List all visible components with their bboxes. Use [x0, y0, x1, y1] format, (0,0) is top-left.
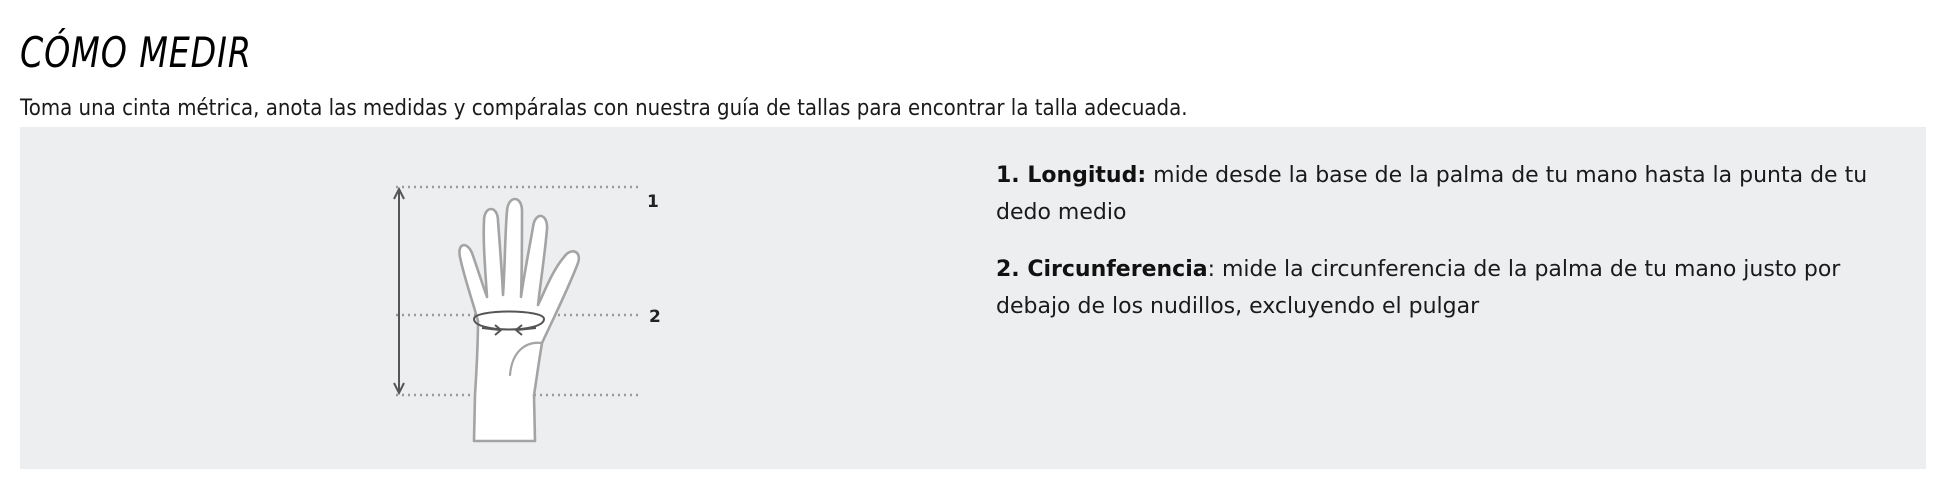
step-length-text: mide desde la base de la palma de tu man…	[996, 163, 1868, 225]
page-title: CÓMO MEDIR	[20, 28, 252, 77]
step-circumference-title: 2. Circunferencia	[996, 257, 1208, 282]
step-circumference-text: : mide la circunferencia de la palma de …	[996, 257, 1841, 319]
length-arrow-head-top	[393, 186, 405, 200]
circumference-band-front	[473, 318, 545, 331]
step-circumference: 2. Circunferencia: mide la circunferenci…	[996, 251, 1916, 325]
palm-crease	[508, 341, 544, 377]
step-length-title: 1. Longitud:	[996, 163, 1147, 188]
circumference-band-back	[473, 310, 545, 320]
measure-panel: 1 2 1. Longitud: mide desde la base de l…	[20, 127, 1926, 469]
circumference-arrow-right-head	[494, 324, 503, 336]
length-arrow-head-bottom	[393, 382, 405, 396]
circumference-arrow-left	[516, 327, 537, 331]
hand-measure-diagram: 1 2	[393, 185, 661, 443]
step-length: 1. Longitud: mide desde la base de la pa…	[996, 157, 1916, 231]
marker-2: 2	[649, 307, 661, 327]
circumference-arrow-left-head	[514, 324, 523, 336]
measure-steps: 1. Longitud: mide desde la base de la pa…	[996, 157, 1916, 345]
circumference-arrow-right	[481, 327, 501, 331]
intro-text: Toma una cinta métrica, anota las medida…	[20, 96, 1188, 121]
hand-icon	[458, 197, 581, 443]
marker-1: 1	[647, 192, 659, 212]
